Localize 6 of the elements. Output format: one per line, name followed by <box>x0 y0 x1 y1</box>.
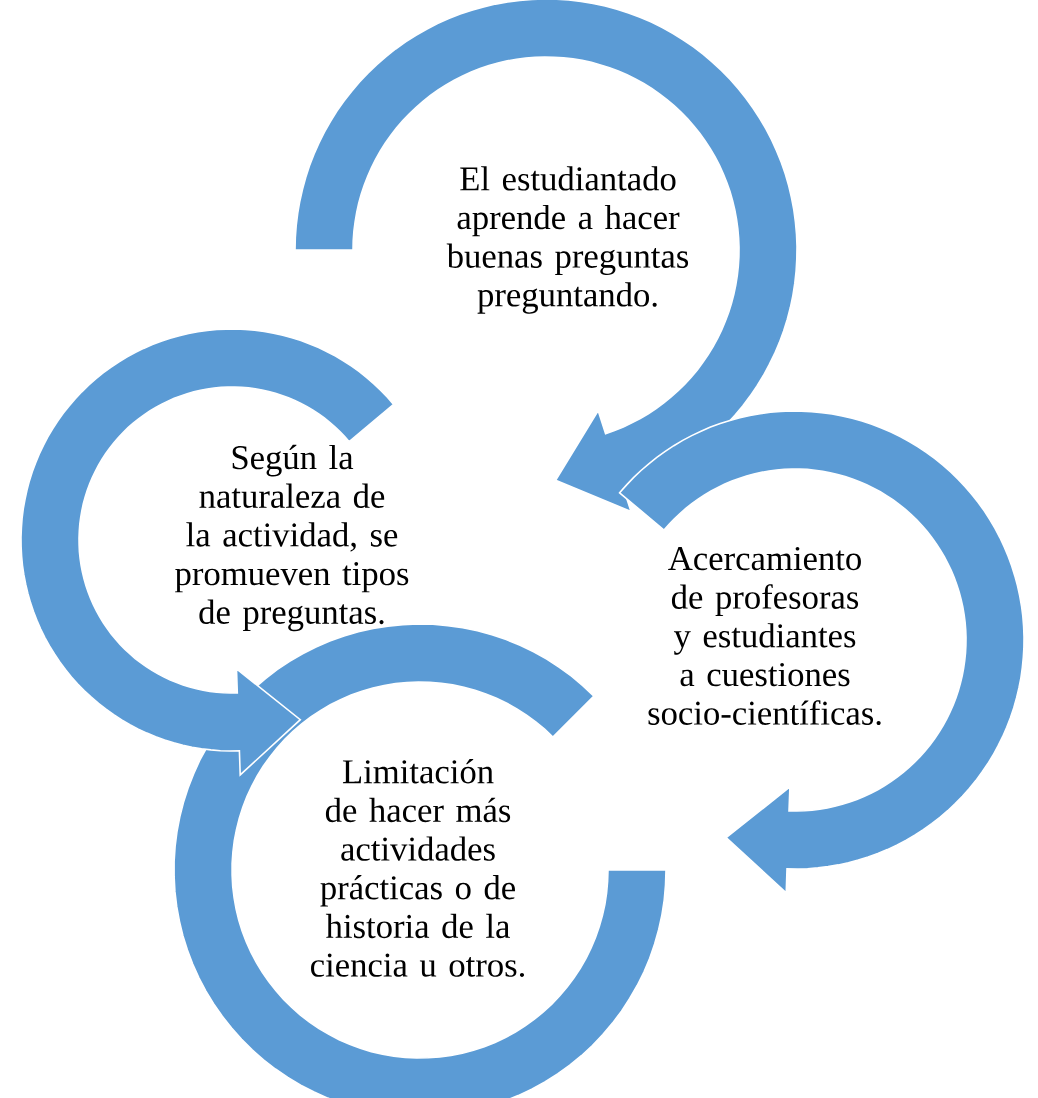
text: El estudiantado aprende a hacer buenas preguntas preguntando. <box>446 166 689 314</box>
circular-arrow <box>618 410 1025 895</box>
text: Según la naturaleza de la actividad, se promueven tipos de preguntas. <box>175 444 409 632</box>
text: Acercamiento de profesoras y estudiantes a cuestiones socio-científicas. <box>648 546 881 726</box>
circular-arrow <box>20 328 395 777</box>
circular-arrow <box>294 0 798 513</box>
